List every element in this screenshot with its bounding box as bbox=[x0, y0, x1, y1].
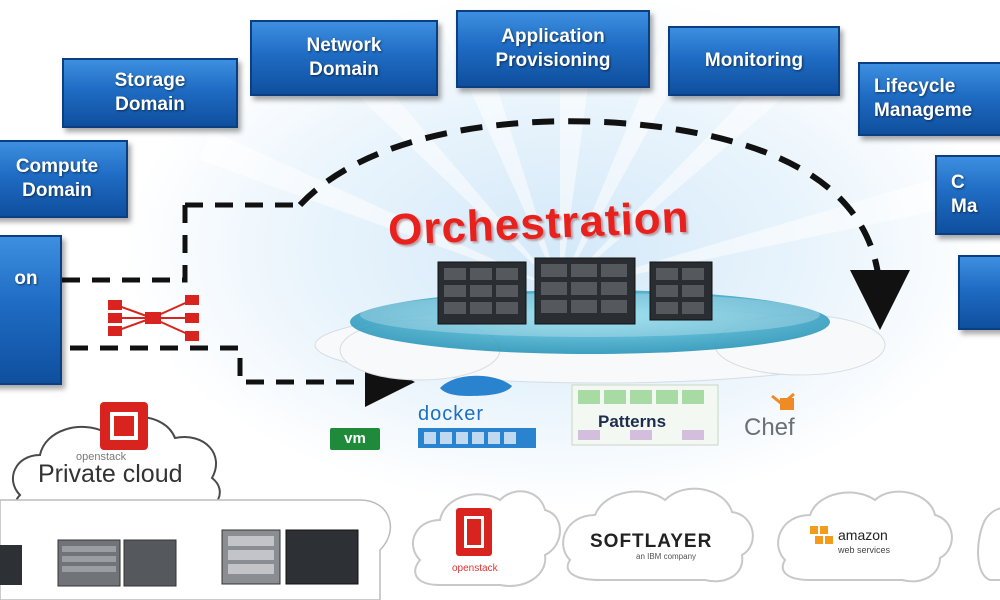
patterns-thumbnail bbox=[571, 384, 719, 446]
openstack-public-logo-icon bbox=[456, 508, 492, 556]
application-provisioning-box[interactable]: Application Provisioning bbox=[456, 10, 650, 88]
amazon-logo-icon bbox=[810, 526, 833, 544]
left-partial-box[interactable]: on bbox=[0, 235, 62, 385]
chef-logo-icon bbox=[771, 392, 795, 410]
network-domain-box[interactable]: Network Domain bbox=[250, 20, 438, 96]
openstack-caption: openstack bbox=[452, 563, 498, 574]
server-rack-1 bbox=[437, 261, 527, 325]
docker-label: docker bbox=[418, 403, 485, 425]
amazon-sub-label: web services bbox=[838, 545, 891, 555]
left-partial-label: on bbox=[14, 268, 38, 289]
server-rack-2 bbox=[534, 257, 636, 325]
orchestration-loop-arrow bbox=[297, 118, 910, 330]
lifecycle-management-box[interactable]: Lifecycle Manageme bbox=[858, 62, 1000, 136]
monitoring-box[interactable]: Monitoring bbox=[668, 26, 840, 96]
softlayer-cloud-shape bbox=[562, 487, 754, 583]
openstack-logo-icon bbox=[100, 402, 148, 450]
softlayer-label: SOFTLAYER bbox=[590, 531, 713, 552]
private-cloud-label: Private cloud bbox=[38, 460, 183, 488]
chef-label: Chef bbox=[744, 414, 795, 441]
softlayer-sub-label: an IBM company bbox=[636, 552, 697, 561]
right-partial-box[interactable]: C Ma bbox=[935, 155, 1000, 235]
docker-whale-icon bbox=[418, 375, 536, 448]
patterns-label: Patterns bbox=[598, 412, 667, 431]
tools-connector-arrow bbox=[70, 345, 415, 407]
server-chassis-icon bbox=[221, 529, 359, 585]
compute-connector-arrow bbox=[60, 205, 188, 283]
vm-label: vm bbox=[330, 428, 380, 450]
compute-domain-box[interactable]: Compute Domain bbox=[0, 140, 128, 218]
private-cloud-openstack-caption: openstack bbox=[76, 451, 127, 463]
storage-domain-box[interactable]: Storage Domain bbox=[62, 58, 238, 128]
server-rack-3 bbox=[649, 261, 713, 321]
amazon-label: amazon bbox=[838, 527, 888, 543]
amazon-cloud-shape bbox=[777, 490, 953, 583]
right-partial-box-2[interactable] bbox=[958, 255, 1000, 330]
partial-cloud-shape bbox=[977, 507, 1000, 581]
storage-array-icon bbox=[57, 539, 177, 587]
